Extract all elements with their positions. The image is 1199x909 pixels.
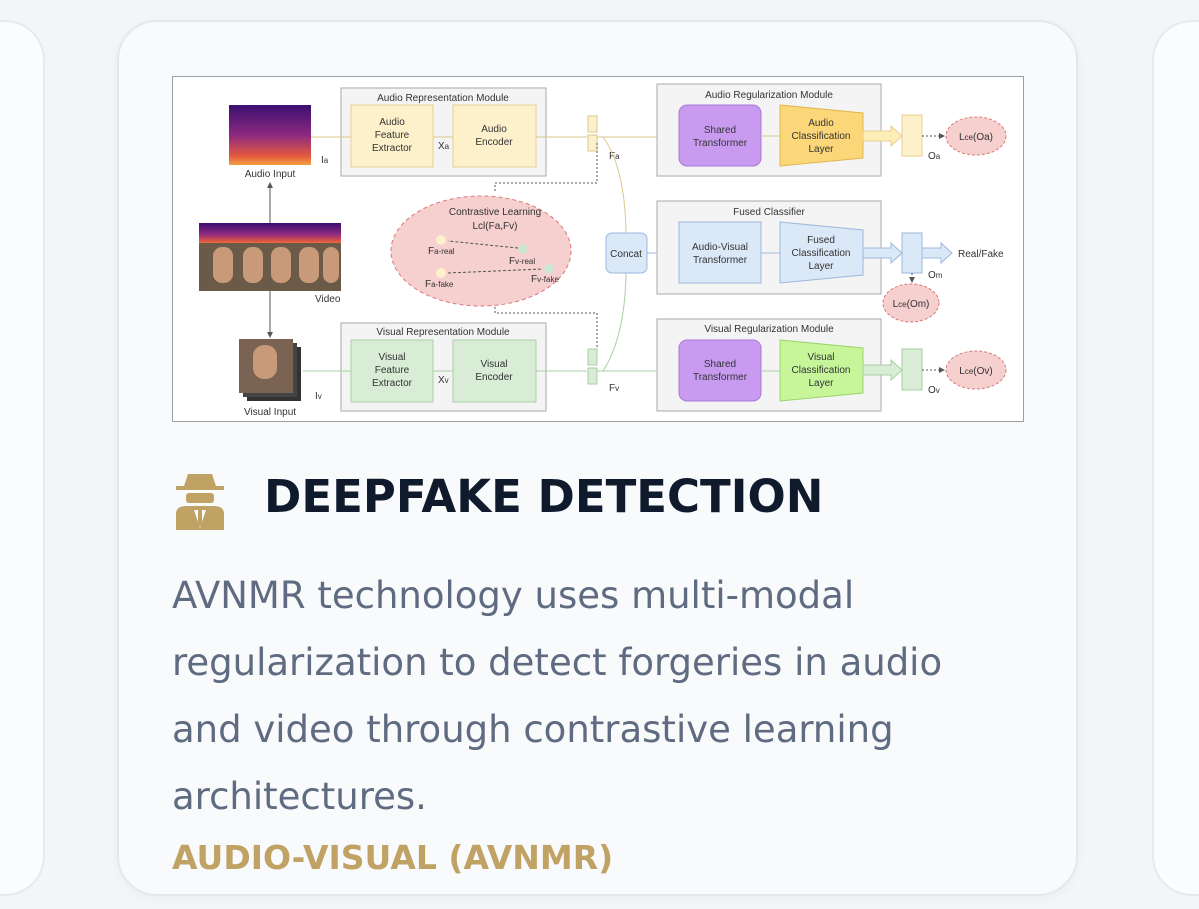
next-card[interactable] [1152, 20, 1199, 896]
svg-text:Om: Om [928, 270, 943, 281]
card-description: AVNMR technology uses multi-modal regula… [172, 574, 943, 818]
visual-feature-extractor-box [350, 339, 434, 403]
spy-icon [172, 470, 228, 532]
card-title: DEEPFAKE DETECTION [264, 470, 824, 523]
visual-input-image [239, 339, 301, 401]
previous-card[interactable] [0, 20, 45, 896]
svg-text:Visual Representation Module: Visual Representation Module [376, 327, 510, 338]
real-fake-output: Real/Fake [958, 249, 1004, 260]
svg-text:Concat: Concat [610, 249, 642, 260]
audio-feature-stack [587, 115, 598, 152]
svg-text:Audio Representation Module: Audio Representation Module [377, 93, 509, 104]
visual-encoder-box [452, 339, 537, 403]
audio-encoder-box [452, 104, 537, 168]
visual-input-label: Visual Input [244, 407, 296, 418]
contrastive-learning-ellipse [390, 195, 572, 307]
iv-label: Iv [315, 391, 322, 402]
svg-text:Fv: Fv [609, 383, 619, 394]
svg-text:Fa-real: Fa-real [428, 246, 455, 257]
svg-text:Audio Regularization Module: Audio Regularization Module [705, 90, 833, 101]
spectrogram-image [229, 105, 311, 165]
ia-label: Ia [321, 155, 329, 166]
svg-text:Fa: Fa [609, 151, 620, 162]
audio-feature-extractor-box [350, 104, 434, 168]
audio-input-label: Audio Input [245, 169, 296, 180]
svg-text:Fv-real: Fv-real [509, 256, 535, 267]
svg-text:Visual Regularization Module: Visual Regularization Module [704, 324, 834, 335]
svg-text:Lcl(Fa,Fv): Lcl(Fa,Fv) [473, 221, 518, 232]
video-frames-image [199, 223, 341, 291]
svg-text:Lce(Oa): Lce(Oa) [959, 132, 993, 143]
svg-text:Fused Classifier: Fused Classifier [733, 207, 805, 218]
svg-text:Xa: Xa [438, 141, 450, 152]
svg-text:Fv-fake: Fv-fake [531, 274, 559, 285]
svg-text:Contrastive Learning: Contrastive Learning [449, 207, 541, 218]
svg-text:Ov: Ov [928, 385, 940, 396]
card-category-tag: AUDIO-VISUAL (AVNMR) [172, 838, 614, 877]
visual-feature-stack [587, 348, 598, 385]
svg-text:Lce(Om): Lce(Om) [893, 299, 930, 310]
svg-text:Xv: Xv [438, 375, 449, 386]
avnmr-architecture-diagram: Audio Input Ia Video Visual Input Iv Aud… [172, 76, 1024, 422]
svg-text:Oa: Oa [928, 151, 941, 162]
svg-text:Lce(Ov): Lce(Ov) [959, 366, 992, 377]
video-label: Video [315, 294, 341, 305]
svg-text:Fa-fake: Fa-fake [425, 279, 454, 290]
